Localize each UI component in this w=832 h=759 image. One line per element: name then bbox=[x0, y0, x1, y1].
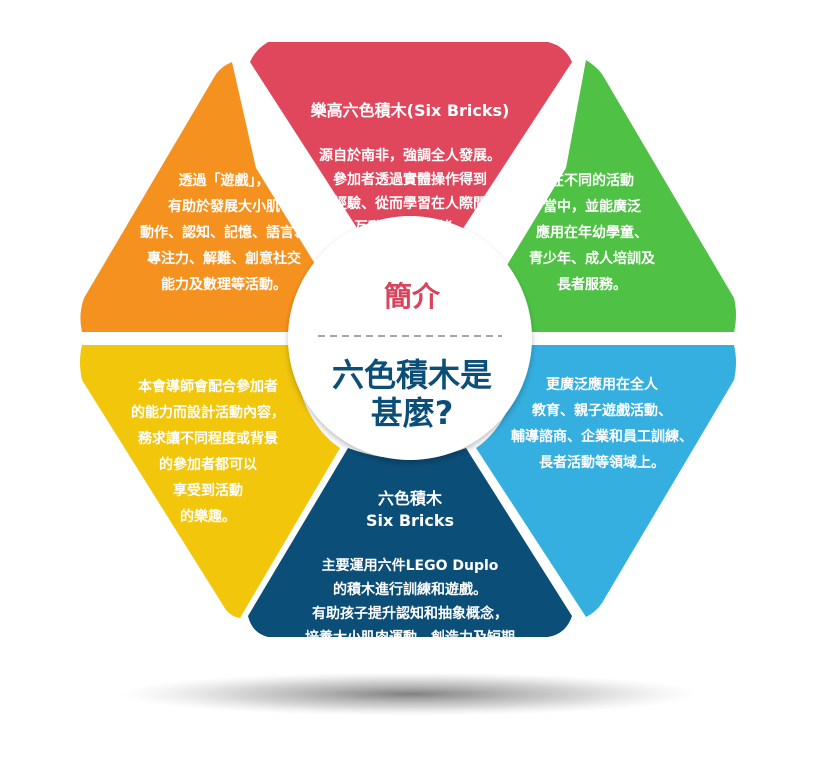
segment-bottom-right-body: 更廣泛應用在全人 教育、親子遊戲活動、 輔導諮商、企業和員工訓練、 長者活動等領… bbox=[511, 377, 693, 471]
segment-top-title: 樂高六色積木(Six Bricks) bbox=[310, 101, 510, 120]
segment-top bbox=[250, 42, 572, 256]
segment-top-right bbox=[501, 60, 736, 332]
segment-top-text-block: 樂高六色積木(Six Bricks) 源自於南非，強調全人發展。 參加者透過實體… bbox=[262, 78, 558, 262]
segment-top-right-body: 在不同的活動 當中，並能廣泛 應用在年幼學童、 青少年、成人培訓及 長者服務。 bbox=[529, 173, 655, 293]
segment-bottom-title: 六色積木 Six Bricks bbox=[365, 489, 455, 530]
segment-bottom-left bbox=[80, 345, 340, 618]
segment-top-left bbox=[80, 62, 321, 332]
segment-bottom bbox=[248, 448, 572, 637]
center-circle bbox=[288, 216, 532, 460]
segment-bottom-text-block: 六色積木 Six Bricks 主要運用六件LEGO Duplo 的積木進行訓練… bbox=[262, 466, 558, 696]
ground-shadow bbox=[120, 672, 700, 716]
segment-bottom-body: 主要運用六件LEGO Duplo 的積木進行訓練和遊戲。 有助孩子提升認知和抽象… bbox=[305, 558, 515, 670]
center-question: 六色積木是 甚麼? bbox=[331, 356, 492, 432]
segment-bottom-left-body: 本會導師會配合參加者 的能力而設計活動內容， 務求讓不同程度或背景 的參加者都可… bbox=[131, 379, 285, 525]
segment-bottom-right bbox=[476, 345, 736, 617]
center-heading: 簡介 bbox=[383, 280, 440, 313]
segment-top-body: 源自於南非，強調全人發展。 參加者透過實體操作得到 經驗、從而學習在人際間 互動… bbox=[319, 148, 501, 236]
segment-top-left-body: 透過「遊戲」， 有助於發展大小肌 動作、認知、記憶、語言、 專注力、解難、創意社… bbox=[140, 173, 308, 293]
